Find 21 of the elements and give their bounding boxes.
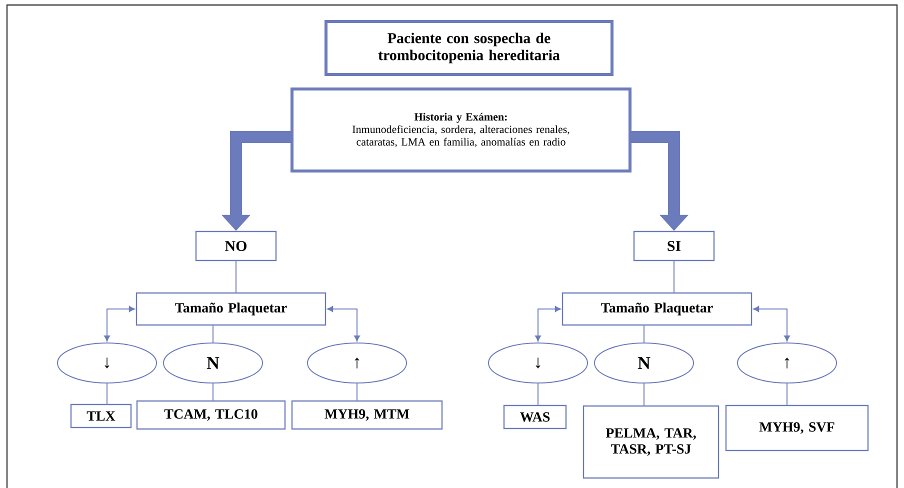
diagnosis-box: TCAM, TLC10 [136, 400, 286, 430]
connector-line [786, 383, 788, 406]
diagnosis-box: WAS [503, 404, 567, 430]
answer-box: NO [195, 230, 277, 262]
answer-box: SI [633, 230, 715, 262]
diagnosis-box: MYH9, MTM [291, 400, 443, 430]
connector-arrow [327, 306, 360, 342]
connector-arrow [104, 306, 135, 342]
title-box: Paciente con sospecha de trombocitopenia hereditaria [324, 20, 614, 76]
history-box: Historia y Exámen: Inmunodeficiencia, sordera, alteraciones renales, cataratas, LMA en familia, anomalías en radio [290, 88, 632, 172]
connector-line [106, 383, 108, 404]
connector-line [356, 383, 358, 401]
connector-line [212, 383, 214, 401]
connector-arrow [753, 306, 790, 342]
platelet-size-box: Tamaño Plaquetar [562, 292, 752, 326]
diagnosis-box: TLX [70, 404, 132, 428]
diagnosis-box: PELMA, TAR, TASR, PT-SJ [582, 405, 720, 479]
connector-line [212, 325, 214, 343]
connector-arrow [535, 306, 561, 342]
platelet-size-box: Tamaño Plaquetar [136, 292, 326, 326]
diagnosis-box: MYH9, SVF [725, 404, 869, 452]
